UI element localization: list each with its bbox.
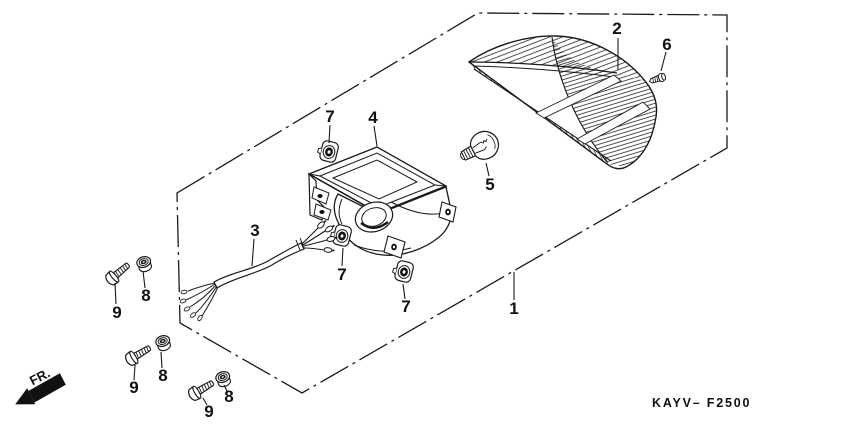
leader-7a — [328, 124, 331, 144]
lens-face-hatch — [552, 37, 657, 167]
leader-6 — [660, 51, 667, 72]
harness-sleeve — [213, 242, 305, 289]
lens-ridge-line — [468, 61, 618, 74]
leader-8a — [142, 270, 146, 289]
bulb-filament — [472, 138, 488, 154]
leader-8b — [160, 351, 163, 369]
taillight-base-housing — [307, 146, 457, 259]
leader-9c — [202, 397, 208, 406]
lens-band — [576, 101, 651, 145]
callout-8b[interactable]: 8 — [158, 366, 167, 385]
callout-8c[interactable]: 8 — [224, 387, 233, 406]
callout-6[interactable]: 6 — [662, 35, 671, 54]
housing-scoop — [333, 186, 452, 256]
arrow-shaft — [28, 373, 66, 403]
leader-5 — [485, 162, 490, 177]
callout-8a[interactable]: 8 — [141, 286, 150, 305]
leader-9b — [133, 364, 136, 381]
lens-screw — [648, 72, 667, 84]
arrow-head — [15, 388, 36, 405]
lens-opening-rim — [551, 36, 608, 163]
fr-direction-arrow: FR. — [15, 365, 66, 405]
taillight-bulb — [460, 130, 500, 161]
leader-9a — [114, 282, 117, 305]
callout-7a[interactable]: 7 — [325, 107, 334, 126]
callout-1[interactable]: 1 — [509, 299, 518, 318]
callout-7c[interactable]: 7 — [401, 297, 410, 316]
leader-3 — [251, 238, 255, 267]
leader-7b — [341, 247, 344, 267]
lens-band — [535, 74, 622, 119]
callout-9a[interactable]: 9 — [112, 303, 121, 322]
body-panel-reference-outline — [176, 12, 728, 394]
callout-7b[interactable]: 7 — [337, 265, 346, 284]
callout-5[interactable]: 5 — [485, 175, 494, 194]
callout-2[interactable]: 2 — [612, 19, 621, 38]
leader-lines — [114, 38, 667, 406]
leader-4 — [373, 125, 378, 147]
wire-harness — [179, 218, 339, 322]
callout-4[interactable]: 4 — [368, 108, 378, 127]
leader-8c — [223, 384, 228, 392]
diagram-code: KAYV– F2500 — [652, 396, 751, 410]
callout-9b[interactable]: 9 — [129, 378, 138, 397]
leader-7c — [402, 283, 406, 300]
callout-3[interactable]: 3 — [250, 221, 259, 240]
taillight-lens — [467, 35, 658, 170]
callout-9c[interactable]: 9 — [204, 402, 213, 421]
